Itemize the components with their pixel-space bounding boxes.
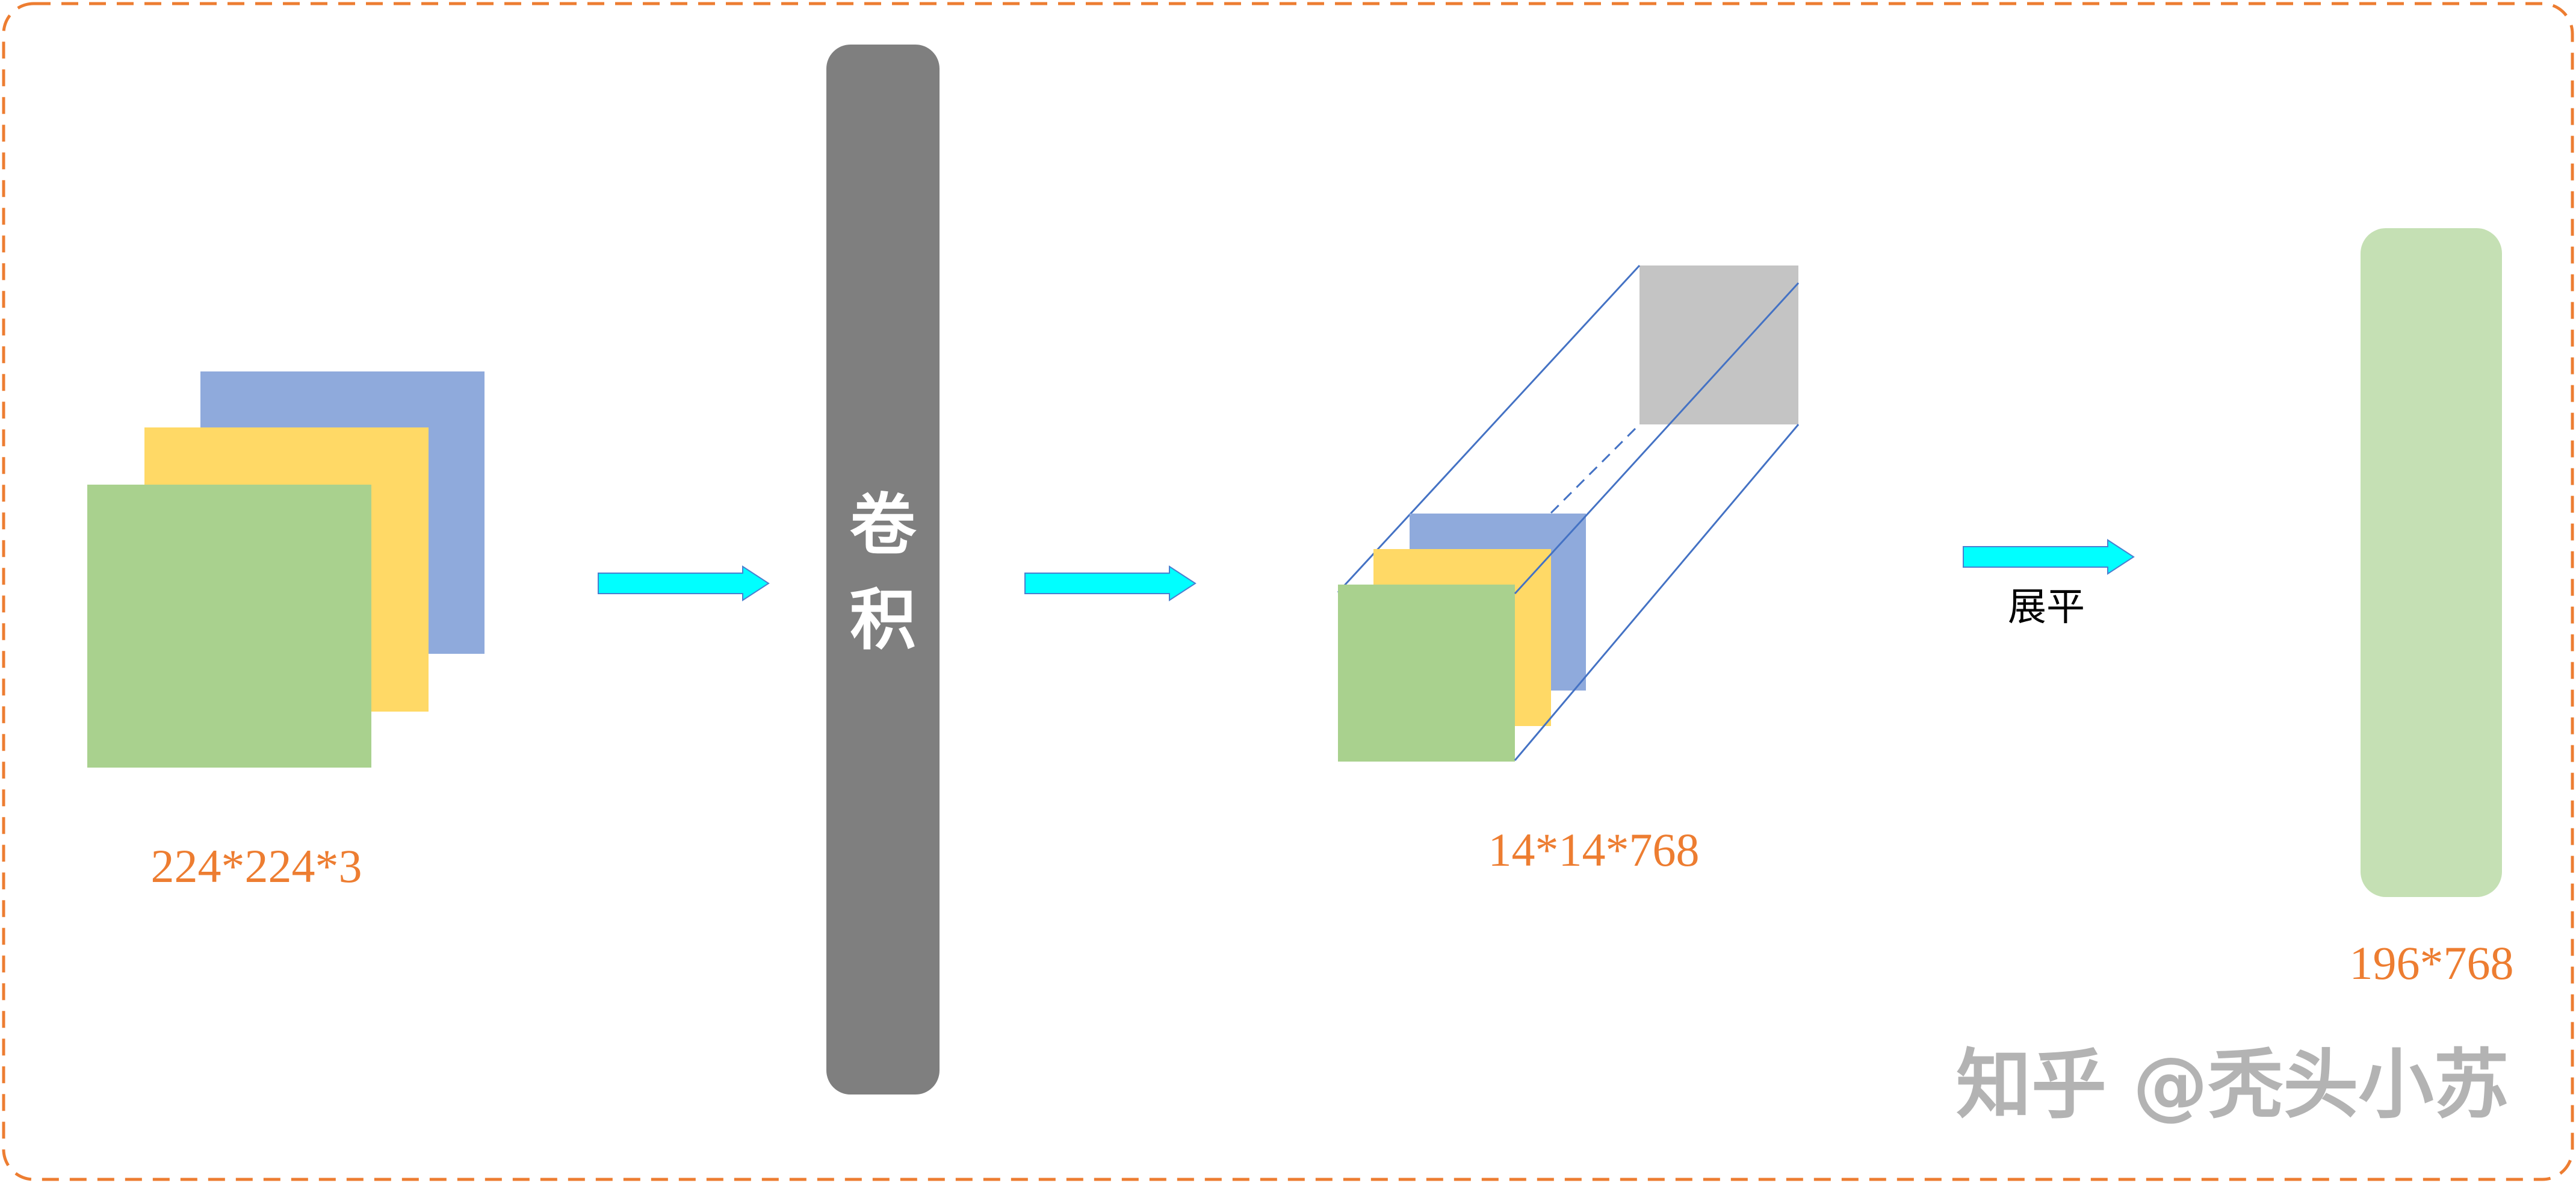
conv-block [826,45,940,1095]
channel-green [1338,585,1515,762]
conv-label-1: 卷 [850,486,917,564]
hidden-edge-line [1550,423,1641,514]
conv-label-2: 积 [850,581,916,659]
token-sequence-bar [2361,228,2502,897]
edge-line [1337,264,1641,594]
arrow-right-icon [598,566,769,601]
output-shape-label: 196*768 [2350,937,2514,989]
arrow-right-icon [1963,539,2134,574]
flatten-label: 展平 [2008,585,2085,630]
edge-line [1514,282,1800,595]
feature-map-volume [1337,264,1800,762]
edge-line [1514,424,1800,761]
watermark: 知乎 @秃头小苏 [1956,1042,2509,1129]
feature-shape-label: 14*14*768 [1488,824,1700,876]
channel-green [87,485,371,768]
input-image [87,371,485,768]
input-shape-label: 224*224*3 [151,840,362,892]
back-face [1639,265,1798,424]
arrow-right-icon [1024,566,1196,601]
